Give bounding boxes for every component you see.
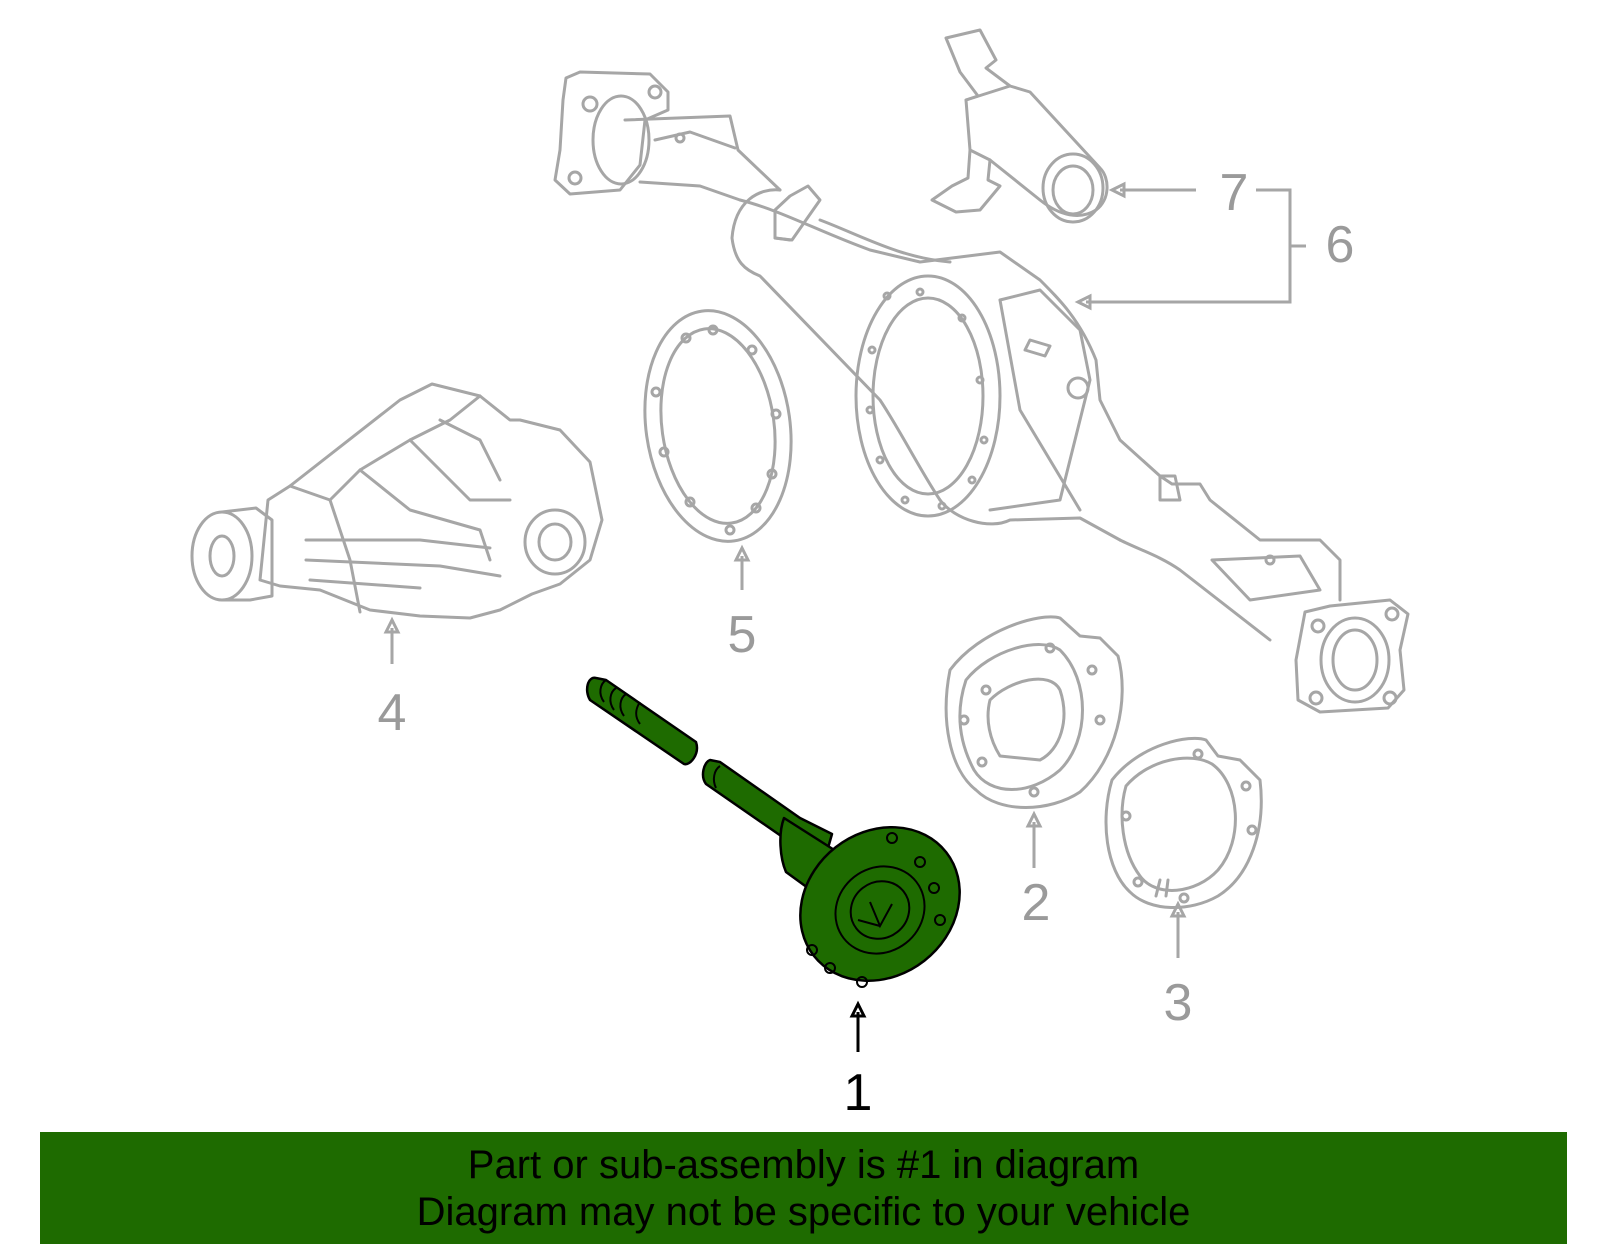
info-banner: Part or sub-assembly is #1 in diagram Di… [40, 1132, 1567, 1244]
axle-shaft[interactable] [585, 676, 990, 1013]
banner-line-1: Part or sub-assembly is #1 in diagram [467, 1143, 1140, 1187]
callout-3: 3 [1164, 974, 1193, 1032]
leader-lines [383, 181, 1306, 1052]
callout-1: 1 [844, 1064, 873, 1122]
callout-7: 7 [1220, 164, 1249, 222]
banner-line-2: Diagram may not be specific to your vehi… [416, 1190, 1191, 1234]
callout-6: 6 [1326, 216, 1355, 274]
differential-carrier[interactable] [190, 382, 604, 620]
carrier-gasket[interactable] [631, 301, 806, 551]
axle-housing[interactable] [553, 70, 1410, 714]
bearing-retainer[interactable] [944, 615, 1124, 809]
callout-4: 4 [378, 684, 407, 742]
callout-5: 5 [728, 606, 757, 664]
spring-seat-bracket[interactable] [930, 28, 1109, 224]
callout-2: 2 [1022, 874, 1051, 932]
backing-plate-gasket[interactable] [1104, 736, 1263, 910]
